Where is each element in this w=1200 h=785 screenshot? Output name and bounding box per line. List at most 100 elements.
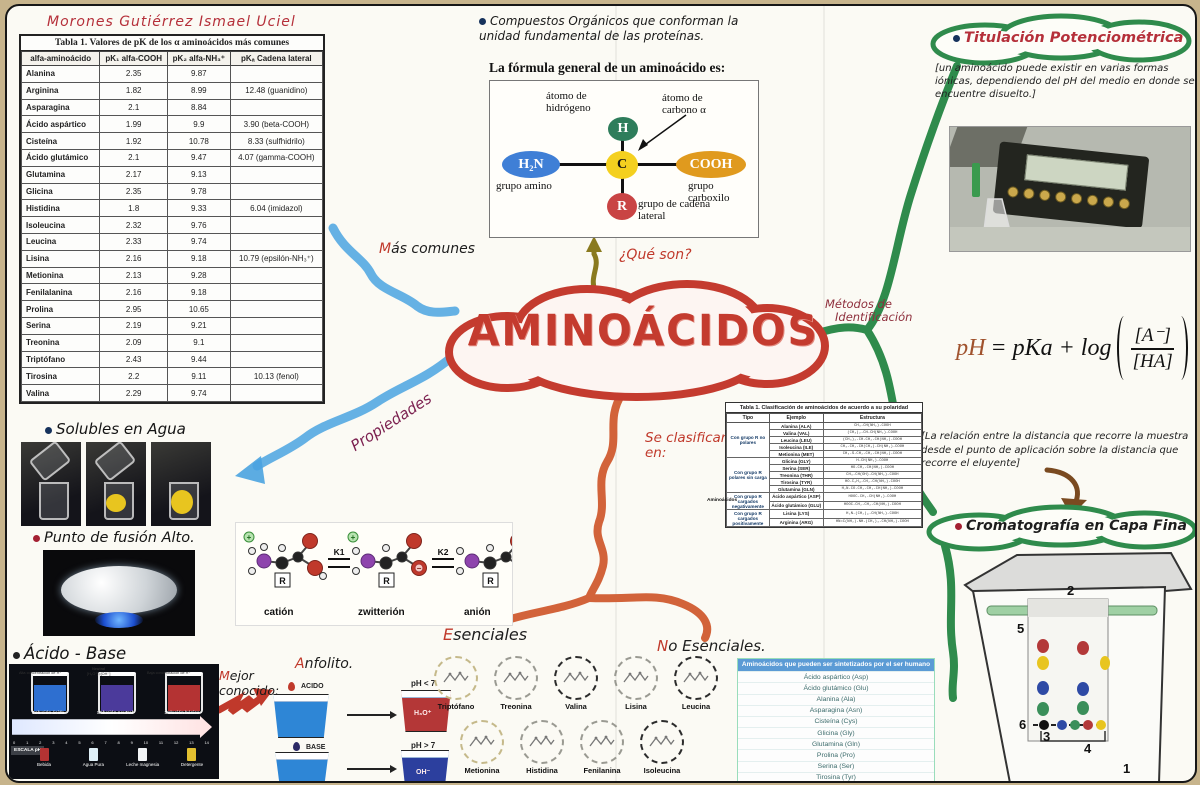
pk-cell: 6.04 (imidazol)	[229, 199, 324, 218]
product-label: Leche magnesia	[126, 762, 160, 767]
pk-cell: Glutamina	[20, 165, 101, 184]
tlc-number-label: 2	[1067, 583, 1074, 598]
label-atomo-carbono: átomo de carbono α	[662, 92, 706, 116]
pk-table-title: Tabla 1. Valores de pK de los α aminoáci…	[21, 36, 323, 51]
pk-cell: 10.78	[166, 132, 231, 150]
synthesized-item: Prolina (Pro)	[738, 749, 934, 760]
main-title: AMINOÁCIDOS	[467, 306, 819, 356]
label-punto-fusion: Punto de fusión Alto.	[33, 530, 195, 546]
pk-cell: 10.13 (fenol)	[229, 367, 324, 386]
pk-cell	[229, 216, 324, 234]
bullet-icon	[13, 652, 20, 659]
pk-cell: Treonina	[20, 333, 101, 352]
ph-tick: 0	[13, 740, 16, 745]
solution-label: Solución neutral	[97, 710, 133, 715]
soluble-photo	[86, 442, 146, 526]
label-atomo-hidrogeno: átomo de hidrógeno	[546, 90, 591, 114]
tlc-number-label: 6	[1019, 717, 1026, 732]
pk-cell: Ácido glutámico	[20, 148, 101, 167]
pk-cell: 2.16	[99, 283, 168, 302]
label-solubles: Solubles en Agua	[45, 420, 186, 438]
solution-liquid	[34, 685, 66, 711]
product-icon	[88, 748, 98, 761]
clasif-estructura: HOOC-CH₂-CH₂-CH(NH₂)-COOH	[822, 500, 923, 510]
clasif-estructura: CH₃-S-CH₂-CH₂-CH(NH₂)-COOH	[822, 450, 923, 458]
bullet-icon	[955, 523, 962, 530]
pk-cell: 4.07 (gamma-COOH)	[229, 148, 324, 167]
group-r: R	[607, 193, 637, 220]
solution-beaker	[165, 672, 203, 714]
scale-label: ESCALA pH	[11, 746, 45, 755]
ph-gradient-arrow	[12, 716, 212, 738]
tlc-note: [La relación entre la distancia que reco…	[921, 431, 1189, 469]
tlc-number-label: 1	[1123, 761, 1130, 776]
pk-cell: Asparagina	[20, 98, 101, 117]
pk-cell: Serina	[20, 316, 101, 335]
pk-cell: 10.65	[166, 300, 231, 318]
label-k2: K2	[432, 547, 454, 568]
clasif-row: Arginina (ARG)HN=C(NH₂)-NH-(CH₂)₃-CH(NH₂…	[727, 517, 923, 527]
pk-cell: 9.13	[166, 165, 231, 184]
pk-cell: Arginina	[20, 81, 101, 100]
left-paren	[1117, 316, 1129, 380]
synthesized-item: Ácido glutámico (Glu)	[738, 682, 934, 693]
pk-cell: 2.16	[99, 249, 168, 268]
pk-cell: 8.84	[166, 98, 231, 117]
clasif-ejemplo: Serina (SER)	[768, 464, 824, 472]
clasif-header-cell: Ejemplo	[768, 413, 824, 423]
solution-liquid	[168, 685, 200, 711]
solution-beaker	[98, 672, 136, 714]
synthesized-item: Serina (Ser)	[738, 760, 934, 772]
clasif-estructura: (CH₃)₂-CH-CH₂-CH(NH₂)-COOH	[822, 436, 923, 444]
pk-cell: 1.99	[99, 115, 168, 134]
pk-cell: Ácido aspártico	[20, 115, 101, 134]
product-item: Detergente	[171, 748, 213, 767]
pk-cell: 9.33	[166, 199, 231, 218]
pk-cell: 9.76	[166, 216, 231, 234]
tlc-spot	[1077, 701, 1089, 715]
pk-cell: 8.33 (sulfhidrilo)	[229, 132, 324, 150]
pk-cell: 2.09	[99, 333, 168, 352]
pk-cell: 2.19	[99, 316, 168, 335]
product-label: Detergente	[180, 762, 204, 767]
beaker-acid-result: H₃O⁺	[401, 690, 451, 732]
beaker-base-result: OH⁻	[401, 750, 449, 781]
ph-tick: 2	[39, 740, 42, 745]
ph-tick: 4	[65, 740, 68, 745]
pk-cell: Isoleucina	[20, 216, 101, 234]
pk-cell: 2.33	[99, 232, 168, 251]
ph-tick: 7	[104, 740, 107, 745]
soluble-photos	[21, 442, 211, 526]
solution-label: Solución ácida	[31, 710, 65, 715]
clasif-estructura: CH₃-CH(NH₂)-COOH	[822, 422, 923, 430]
beaker-base-start	[275, 752, 329, 781]
pk-cell	[229, 165, 324, 184]
pk-header-cell: pK₁ alfa-COOH	[99, 51, 168, 66]
arrow-right	[347, 711, 397, 719]
pk-cell: Leucina	[20, 232, 101, 251]
titration-photo	[949, 126, 1191, 252]
tlc-spot	[1037, 639, 1049, 653]
product-icon	[39, 748, 49, 761]
amino-name: Triptófano	[437, 702, 475, 711]
amino-name: Treonina	[500, 702, 532, 711]
beaker-acid-start	[273, 694, 329, 738]
tlc-number-label: 3	[1043, 729, 1050, 744]
pk-table: Tabla 1. Valores de pK de los α aminoáci…	[19, 34, 325, 404]
pk-cell	[229, 316, 324, 335]
synthesized-table: Aminoácidos que pueden ser sintetizados …	[737, 658, 935, 781]
pk-cell: 9.21	[166, 316, 231, 335]
essential-amino: Metionina	[459, 720, 505, 775]
label-base: BASE	[306, 744, 326, 751]
essential-amino: Histidina	[519, 720, 565, 775]
